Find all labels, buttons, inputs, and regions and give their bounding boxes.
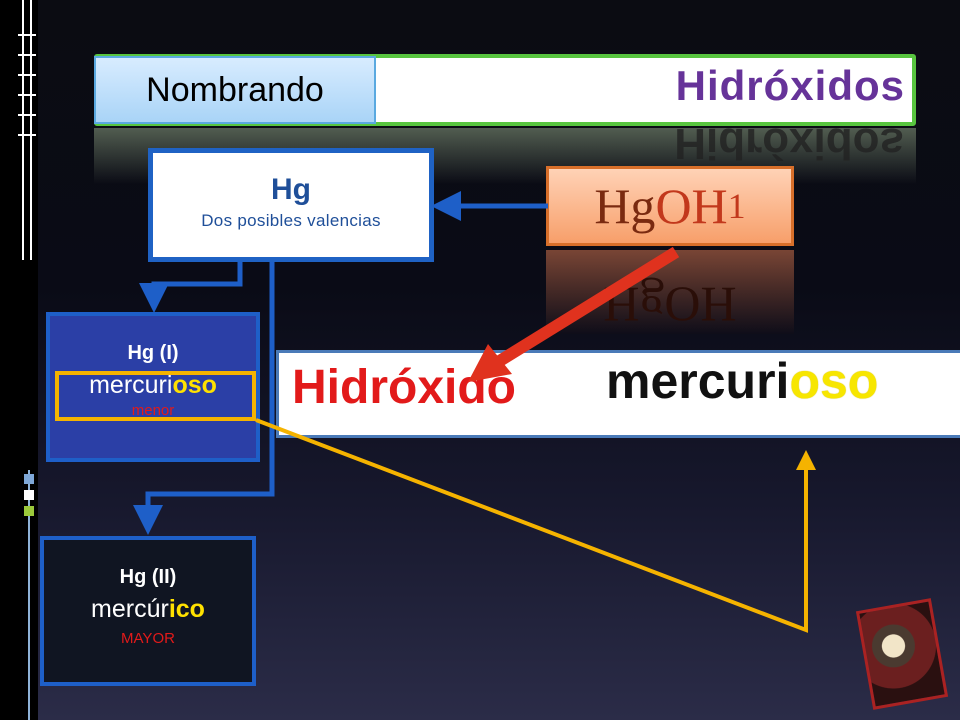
title-nombrando: Nombrando [94,56,376,124]
element-symbol: Hg [271,173,311,206]
decor-line [28,470,30,720]
formula-reflection: HgOH [546,250,794,334]
result-suffix: oso [789,353,879,409]
arrow-formula-to-hidroxido-shaft [494,246,680,368]
decor-line [30,0,32,260]
decor-line [22,0,24,260]
decor-square [24,490,34,500]
formula-hydroxide: OH [655,178,728,234]
valence-2-box: Hg (II) mercúrico MAYOR [40,536,256,686]
formula-subscript: 1 [727,186,746,226]
valence-1-size: menor [131,402,175,419]
formula-metal: Hg [594,178,656,234]
arrow-suffix-to-result [255,418,816,633]
decor-lines [18,34,36,234]
valence-1-box: Hg (I) mercurioso menor [46,312,260,462]
arrow-element-to-valence-2 [133,262,275,535]
result-bar [276,350,960,438]
valence-1-name: mercurioso [89,371,217,399]
valence-2-suffix: ico [168,595,205,623]
title-hidroxidos: Hidróxidos [675,62,905,109]
valence-1-label: Hg (I) [127,342,179,364]
decor-square [24,474,34,484]
valence-2-name: mercúrico [91,595,205,623]
valence-2-label: Hg (II) [119,566,177,588]
arrow-element-to-valence-1 [139,262,243,313]
arrow-formula-to-hidroxido-head [468,344,512,382]
valence-2-size: MAYOR [121,630,175,647]
result-word-mercurioso: mercurioso [606,353,879,409]
valence-1-suffix: oso [172,371,217,399]
suffix-highlight-rect [55,371,256,421]
element-subtitle: Dos posibles valencias [201,211,381,230]
decor-square [24,506,34,516]
element-box: Hg Dos posibles valencias [148,148,434,262]
